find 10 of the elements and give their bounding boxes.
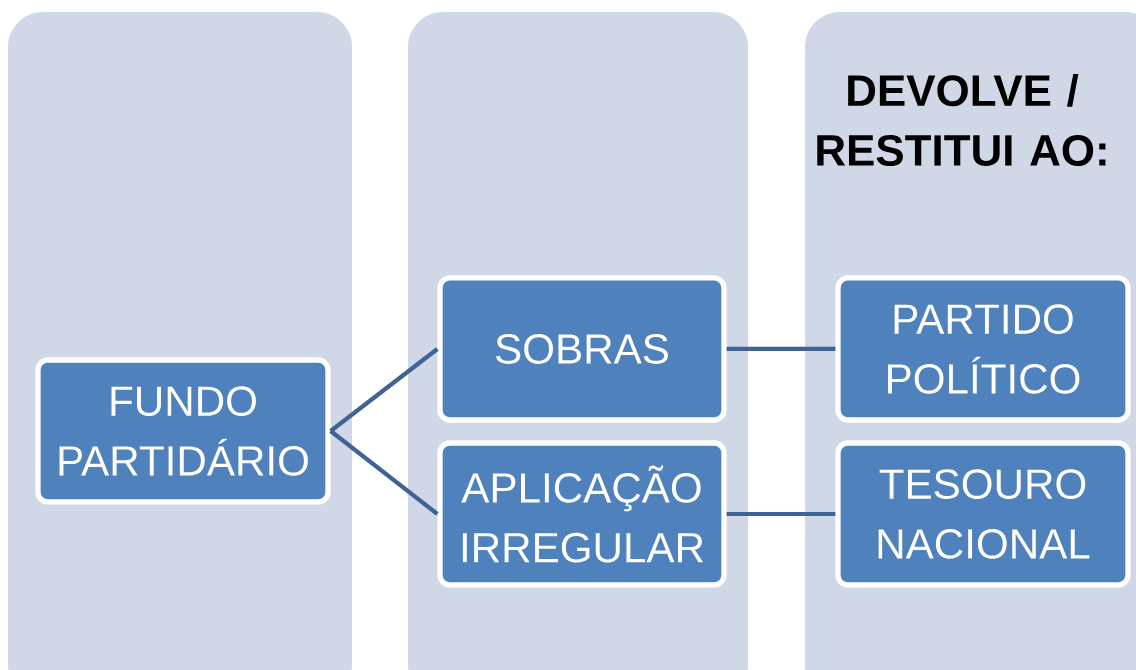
process-box: SOBRAS: [437, 275, 727, 423]
connector-line: [329, 429, 439, 516]
connector-line: [329, 347, 439, 433]
process-box: FUNDO PARTIDÁRIO: [35, 357, 331, 505]
connector-line: [726, 346, 836, 352]
process-box: APLICAÇÃO IRREGULAR: [437, 440, 727, 588]
column-heading: DEVOLVE / RESTITUI AO:: [817, 73, 1106, 166]
process-box: PARTIDO POLÍTICO: [835, 275, 1131, 423]
connector-line: [726, 511, 836, 517]
process-box: TESOURO NACIONAL: [835, 440, 1131, 588]
